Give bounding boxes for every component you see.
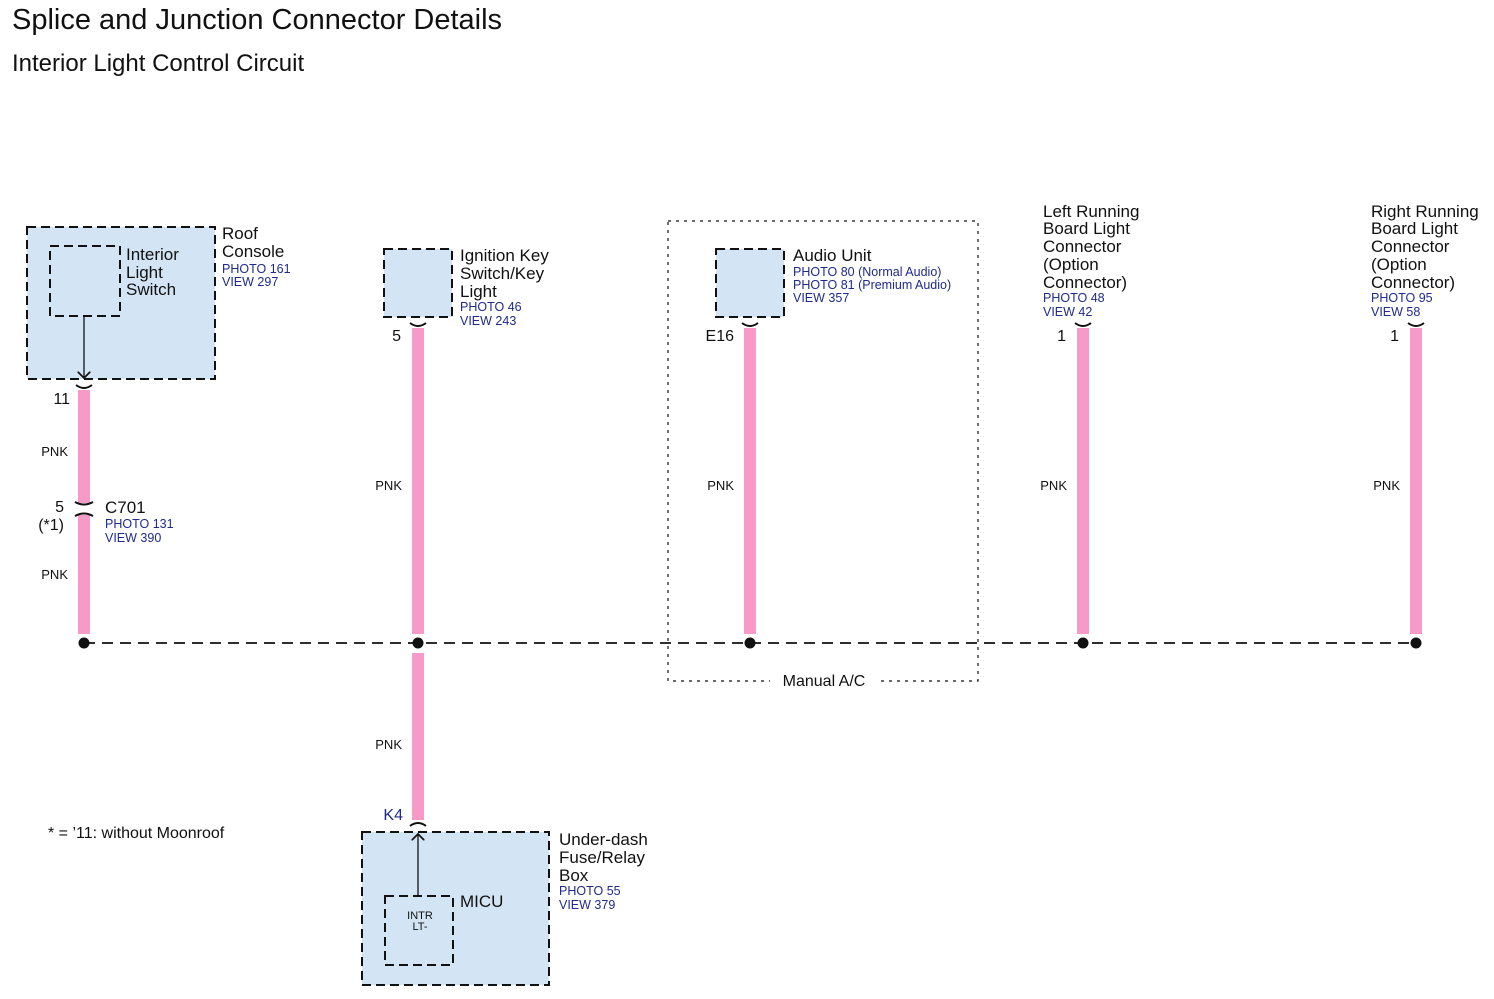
intr-label: INTR [407, 910, 433, 922]
ignition-key-name: Ignition Key Switch/Key Light [460, 246, 554, 301]
connector-terminal [75, 384, 93, 389]
page-title: Splice and Junction Connector Details [12, 4, 503, 36]
audio-unit-pin: E16 [706, 328, 735, 345]
ignition-key-pin: 5 [392, 328, 401, 345]
right-running-board-name: Right Running Board Light Connector (Opt… [1371, 202, 1483, 292]
ignition-key-photo: PHOTO 46 [460, 300, 522, 314]
c701-view: VIEW 390 [105, 531, 161, 545]
manual-ac-label: Manual A/C [783, 673, 866, 690]
fuse-box-view: VIEW 379 [559, 898, 615, 912]
connector-terminal [409, 822, 427, 827]
connector-terminal [1407, 322, 1425, 327]
wire-color-label: PNK [707, 478, 734, 493]
micu-label: MICU [460, 892, 503, 911]
left-running-board-pin: 1 [1057, 328, 1066, 345]
audio-unit-box [715, 248, 785, 318]
right-running-board-pin: 1 [1390, 328, 1399, 345]
roof-console-photo: PHOTO 161 [222, 262, 291, 276]
wire-color-label: PNK [41, 444, 68, 459]
splice-point [1077, 637, 1089, 649]
audio-unit-photo-premium: PHOTO 81 (Premium Audio) [793, 278, 951, 292]
wire-color-label: PNK [375, 737, 402, 752]
c701-name: C701 [105, 498, 146, 517]
interior-light-switch-box [49, 245, 121, 317]
splice-point [744, 637, 756, 649]
left-running-board-name: Left Running Board Light Connector (Opti… [1043, 202, 1144, 292]
connector-terminal [1074, 322, 1092, 327]
fuse-box-pin: K4 [383, 807, 403, 824]
c701-connector-top [74, 501, 94, 506]
left-running-board-photo: PHOTO 48 [1043, 291, 1105, 305]
footnote: * = ’11: without Moonroof [48, 825, 225, 842]
wire-color-label: PNK [41, 567, 68, 582]
audio-unit-name: Audio Unit [793, 246, 872, 265]
audio-unit-photo-normal: PHOTO 80 (Normal Audio) [793, 265, 941, 279]
c701-note-ref: (*1) [38, 517, 64, 534]
wire-color-label: PNK [1373, 478, 1400, 493]
right-running-board-view: VIEW 58 [1371, 305, 1420, 319]
c701-pin: 5 [55, 499, 64, 516]
ignition-key-view: VIEW 243 [460, 314, 516, 328]
left-running-board-view: VIEW 42 [1043, 305, 1092, 319]
splice-point [1410, 637, 1422, 649]
splice-point [78, 637, 90, 649]
audio-unit-view: VIEW 357 [793, 291, 849, 305]
ignition-key-box [383, 248, 453, 318]
wire-color-label: PNK [1040, 478, 1067, 493]
roof-console-pin: 11 [53, 391, 70, 408]
roof-console-name: Roof Console [222, 224, 284, 261]
connector-terminal [741, 322, 759, 327]
interior-light-switch-label: Interior Light Switch [126, 245, 184, 299]
roof-console-view: VIEW 297 [222, 275, 278, 289]
c701-connector-bottom [74, 512, 94, 517]
connector-terminal [409, 322, 427, 327]
right-running-board-photo: PHOTO 95 [1371, 291, 1433, 305]
c701-photo: PHOTO 131 [105, 517, 174, 531]
wire-color-label: PNK [375, 478, 402, 493]
page-subtitle: Interior Light Control Circuit [12, 50, 305, 77]
intr-lt-box [384, 895, 454, 966]
fuse-box-photo: PHOTO 55 [559, 884, 621, 898]
splice-point [412, 637, 424, 649]
lt-label: LT- [412, 921, 427, 933]
fuse-box-name: Under-dash Fuse/Relay Box [559, 830, 653, 885]
manual-ac-group-box [667, 220, 979, 682]
